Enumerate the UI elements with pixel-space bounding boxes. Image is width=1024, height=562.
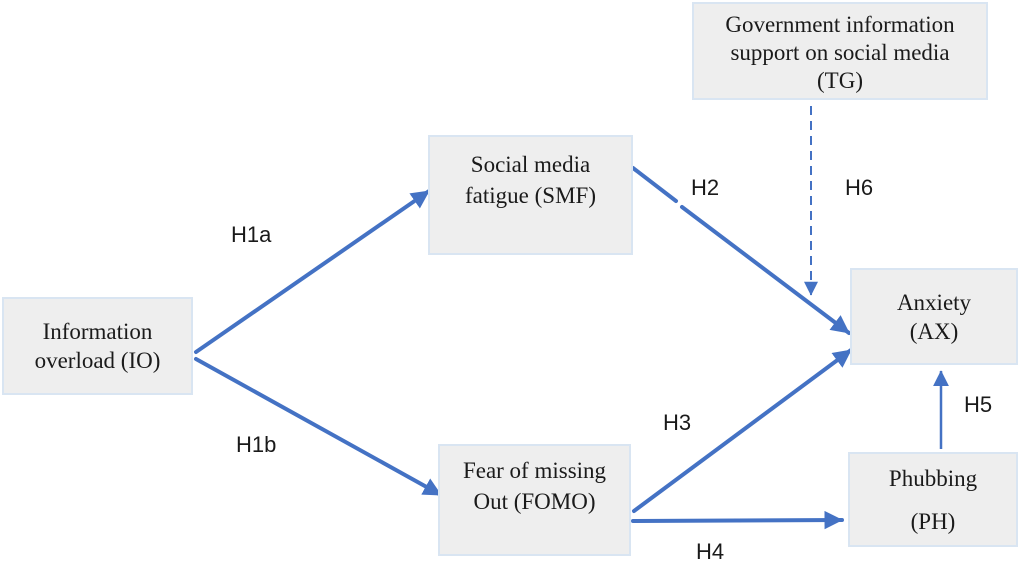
node-label-line: Social media [470, 152, 591, 177]
node-label-line: (PH) [910, 508, 956, 534]
edge-label-h3: H3 [663, 410, 692, 435]
node-label-line: Information [42, 319, 153, 344]
edge-label-h1b: H1b [236, 432, 277, 457]
edge-label-h6: H6 [845, 175, 874, 200]
node-fear-of-missing-out: Fear of missing Out (FOMO) [438, 444, 631, 556]
edge-label-h5: H5 [964, 392, 993, 417]
arrow-h2-segment-2 [680, 205, 851, 335]
node-social-media-fatigue: Social media fatigue (SMF) [428, 135, 633, 255]
edge-label-h1a: H1a [231, 222, 272, 247]
node-label-line: overload (IO) [34, 348, 161, 373]
node-label-line: support on social media [730, 40, 950, 65]
edge-label-h4: H4 [696, 539, 725, 562]
node-label-line: (AX) [909, 318, 959, 344]
node-phubbing: Phubbing (PH) [848, 452, 1018, 547]
node-label-line: Government information [725, 12, 955, 37]
node-label-line: Anxiety [896, 289, 972, 315]
node-label-line: Fear of missing [462, 458, 607, 483]
node-information-overload: Information overload (IO) [2, 297, 193, 395]
edge-label-h2: H2 [691, 175, 720, 200]
arrow-h1a [194, 189, 431, 354]
node-label-line: Out (FOMO) [473, 489, 596, 514]
arrow-h2-segment-1 [631, 166, 678, 203]
node-government-support: Government information support on social… [692, 2, 988, 100]
node-label-line: Phubbing [888, 465, 978, 491]
arrow-h4 [631, 510, 844, 530]
node-anxiety: Anxiety (AX) [850, 268, 1018, 365]
node-label-line: (TG) [817, 68, 863, 93]
arrow-h1b [194, 357, 443, 497]
node-label-line: fatigue (SMF) [465, 183, 596, 208]
